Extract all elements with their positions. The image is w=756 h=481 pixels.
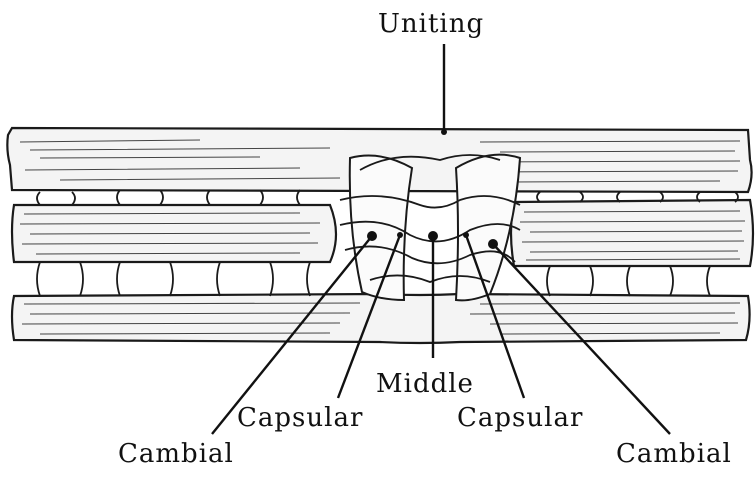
middle-label: Middle	[376, 371, 474, 397]
cambial-right-label: Cambial	[616, 441, 732, 467]
capsular-left-label: Capsular	[237, 405, 363, 431]
capsular-right-label: Capsular	[457, 405, 583, 431]
uniting-label: Uniting	[378, 11, 484, 37]
middle-right-bone	[511, 200, 753, 266]
cambial-left-label: Cambial	[118, 441, 234, 467]
bottom-bone	[12, 294, 750, 343]
middle-left-bone	[12, 205, 336, 262]
